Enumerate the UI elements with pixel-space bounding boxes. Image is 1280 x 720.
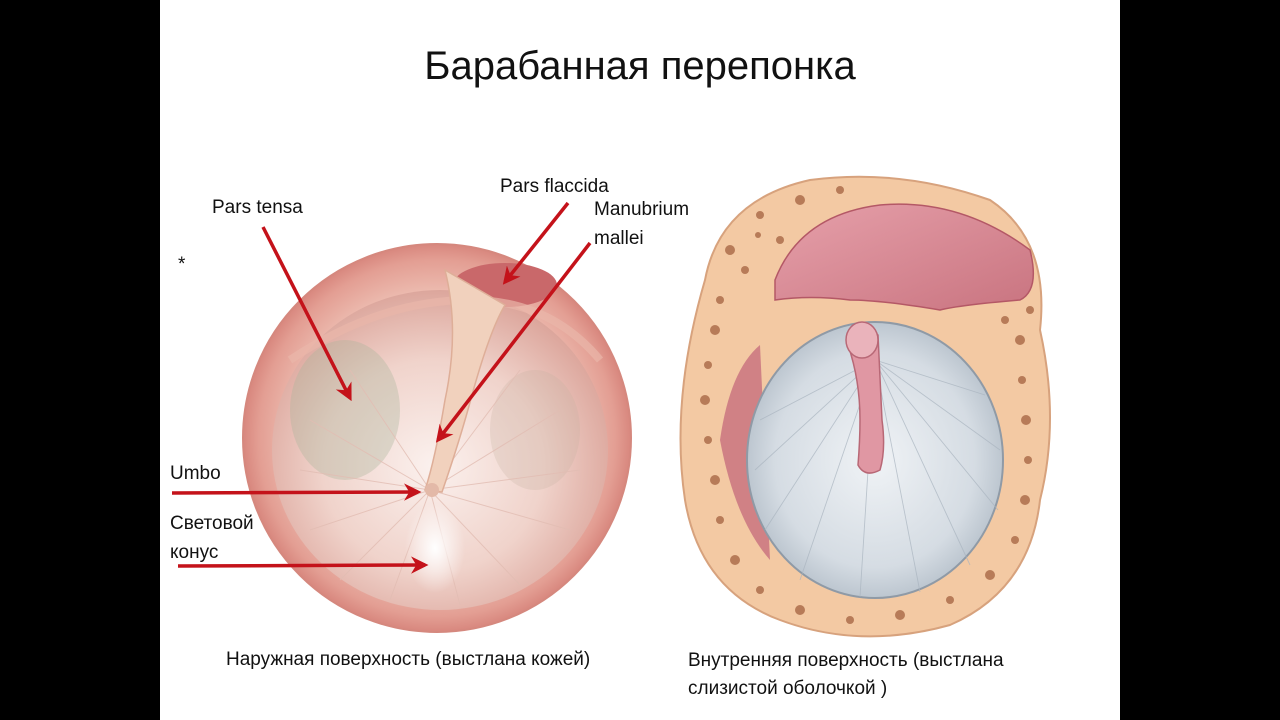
pointer-arrows: [171, 201, 592, 574]
label-pars-tensa: Pars tensa: [212, 197, 303, 218]
label-light-cone-line1: Световой: [170, 513, 254, 534]
label-manubrium-line2: mallei: [594, 228, 644, 249]
illustration-canvas: [171, 175, 1051, 638]
slide-title: Барабанная перепонка: [424, 44, 856, 88]
arrow-pars-tensa: [261, 226, 352, 402]
inner-membrane-illustration: [679, 175, 1051, 638]
slide: Барабанная перепонка: [160, 0, 1120, 720]
caption-outer-surface: Наружная поверхность (выстлана кожей): [226, 649, 591, 670]
label-manubrium-line1: Manubrium: [594, 199, 690, 220]
arrow-pars-flaccida: [502, 201, 570, 285]
caption-inner-surface-line2: слизистой оболочкой ): [688, 678, 888, 699]
label-umbo: Umbo: [170, 463, 221, 484]
label-pars-flaccida: Pars flaccida: [500, 176, 609, 197]
caption-inner-surface-line1: Внутренняя поверхность (выстлана: [688, 650, 1004, 671]
asterisk-mark: *: [178, 254, 186, 275]
arrow-manubrium: [435, 241, 592, 443]
arrow-light-cone: [177, 556, 429, 574]
label-light-cone-line2: конус: [170, 542, 219, 563]
arrow-umbo: [171, 483, 422, 501]
